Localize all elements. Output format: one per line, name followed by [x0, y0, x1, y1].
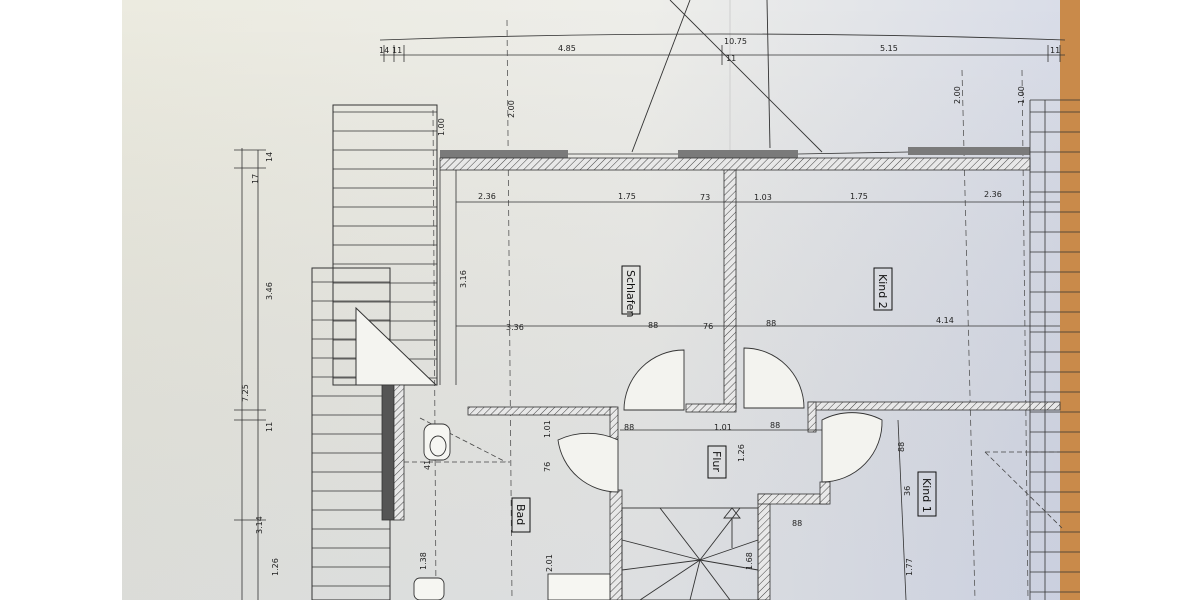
dim-upper-row-5: 1.75 [850, 192, 868, 201]
dim-left-seg-2: 11 [265, 422, 274, 432]
dim-left-seg-top: 14 [265, 152, 274, 162]
dim-overall-width: 10.75 [724, 37, 747, 46]
dim-top-left-small: 14 [379, 46, 389, 55]
room-kind1: Kind 1 [920, 478, 933, 513]
dim-top-left-segment: 4.85 [558, 44, 576, 53]
dim-bad-vertical-3: 2.01 [545, 554, 554, 572]
kind1-dimension-lines [897, 419, 907, 600]
dim-upper-row-6: 2.36 [984, 190, 1002, 199]
dim-vertical-100-left: 1.00 [437, 118, 446, 136]
dim-upper-row-1: 2.36 [478, 192, 496, 201]
outline-walls [439, 99, 1080, 600]
dim-mid-row-1: 3.36 [506, 323, 524, 332]
doors [557, 347, 883, 493]
interior-walls [381, 169, 1061, 600]
dim-left-seg-1: 3.46 [265, 282, 274, 300]
dim-mid-row-3: 76 [703, 322, 713, 331]
dim-bad-vertical-2: 76 [543, 462, 552, 472]
dim-mid-row-4: 88 [766, 319, 776, 328]
dim-left-seg-top2: 17 [251, 174, 260, 184]
dim-left-outer-total: 7.25 [241, 384, 250, 402]
dim-upper-row-4: 1.03 [754, 193, 772, 202]
dim-upper-row-2: 1.75 [618, 192, 636, 201]
room-label-schlafen: Schlafen [621, 265, 641, 317]
upper-dimension-row [456, 201, 1060, 431]
dim-mid-row-2: 88 [648, 321, 658, 330]
dim-wc: 41 [423, 460, 432, 470]
dim-top-right-segment: 5.15 [880, 44, 898, 53]
dim-flur-vertical: 1.26 [737, 444, 746, 462]
left-dimension-lines [234, 148, 266, 600]
room-label-bad: Bad [511, 497, 531, 533]
dim-left-seg-4: 1.26 [271, 558, 280, 576]
dim-stair-1: 88 [792, 519, 802, 528]
dim-left-seg-3: 3.14 [255, 516, 264, 534]
central-stair [621, 507, 759, 600]
room-schlafen: Schlafen [624, 270, 637, 317]
dim-top-center-small: 11 [726, 54, 736, 63]
dim-top-right-small: 11 [1050, 46, 1060, 55]
dim-bad-vertical-4: 1.38 [419, 552, 428, 570]
dim-top-left-small2: 11 [392, 46, 402, 55]
bath-fixtures [413, 423, 611, 600]
right-stair-treads [1030, 111, 1080, 593]
paper-shadow [122, 0, 1080, 600]
dim-flur-row-2: 1.01 [714, 423, 732, 432]
dim-vertical-200-right: 2.00 [953, 86, 962, 104]
top-exterior-wall [439, 147, 1031, 171]
room-flur: Flur [710, 451, 723, 472]
room-kind2: Kind 2 [876, 274, 889, 309]
dim-bad-vertical-1: 1.01 [543, 420, 552, 438]
room-bad: Bad [514, 504, 527, 525]
reference-lines [432, 19, 1029, 600]
dim-kind1-vertical-1: 88 [897, 442, 906, 452]
dim-vertical-200-left: 2.00 [507, 100, 516, 118]
dim-flur-row-1: 88 [624, 423, 634, 432]
dim-vertical-100-right: 1.00 [1017, 86, 1026, 104]
room-label-kind1: Kind 1 [917, 471, 937, 517]
dim-stair-2: 1.68 [745, 552, 754, 570]
dim-flur-row-3: 88 [770, 421, 780, 430]
room-label-flur: Flur [707, 445, 727, 479]
dim-mid-row-5: 4.14 [936, 316, 954, 325]
dim-upper-row-3: 73 [700, 193, 710, 202]
dim-schlafen-height: 3.16 [459, 270, 468, 288]
room-label-kind2: Kind 2 [873, 267, 893, 311]
dim-kind1-vertical-2: 1.77 [905, 558, 914, 576]
table-edge [1060, 0, 1080, 600]
dim-kind1-vertical-3: 36 [903, 486, 912, 496]
top-dimension-lines [379, 33, 1066, 65]
construction-lines [631, 0, 823, 153]
